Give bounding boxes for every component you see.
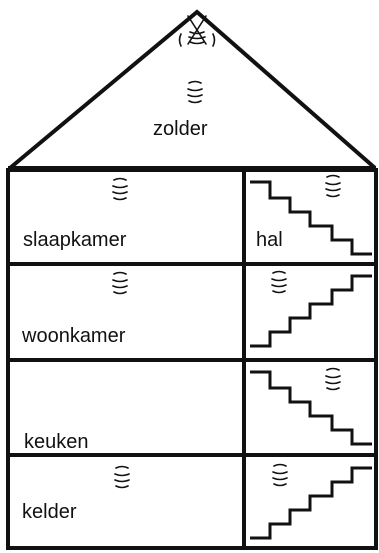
smoke-detector-icon (325, 367, 341, 391)
room-label-cellar: kelder (22, 501, 77, 523)
room-label-bedroom: slaapkamer (23, 229, 127, 251)
staircase-icon (250, 370, 372, 446)
smoke-detector-icon (272, 463, 288, 487)
smoke-detector-icon (114, 465, 130, 489)
roof-vent-icon (178, 15, 216, 47)
walls (6, 168, 378, 550)
smoke-detector-icon (325, 174, 341, 198)
staircase-icon (250, 466, 372, 540)
room-label-kitchen: keuken (24, 431, 89, 453)
smoke-detector-icon (112, 177, 128, 201)
smoke-detector-icon (271, 270, 287, 294)
staircase-icon (250, 274, 372, 348)
room-label-living: woonkamer (21, 325, 126, 347)
roof-outline (8, 9, 377, 170)
smoke-detector-icon (112, 271, 128, 295)
smoke-detector-icon (187, 80, 203, 104)
room-label-attic: zolder (153, 118, 208, 140)
room-label-hall: hal (256, 229, 283, 251)
staircase-icon (250, 180, 372, 256)
